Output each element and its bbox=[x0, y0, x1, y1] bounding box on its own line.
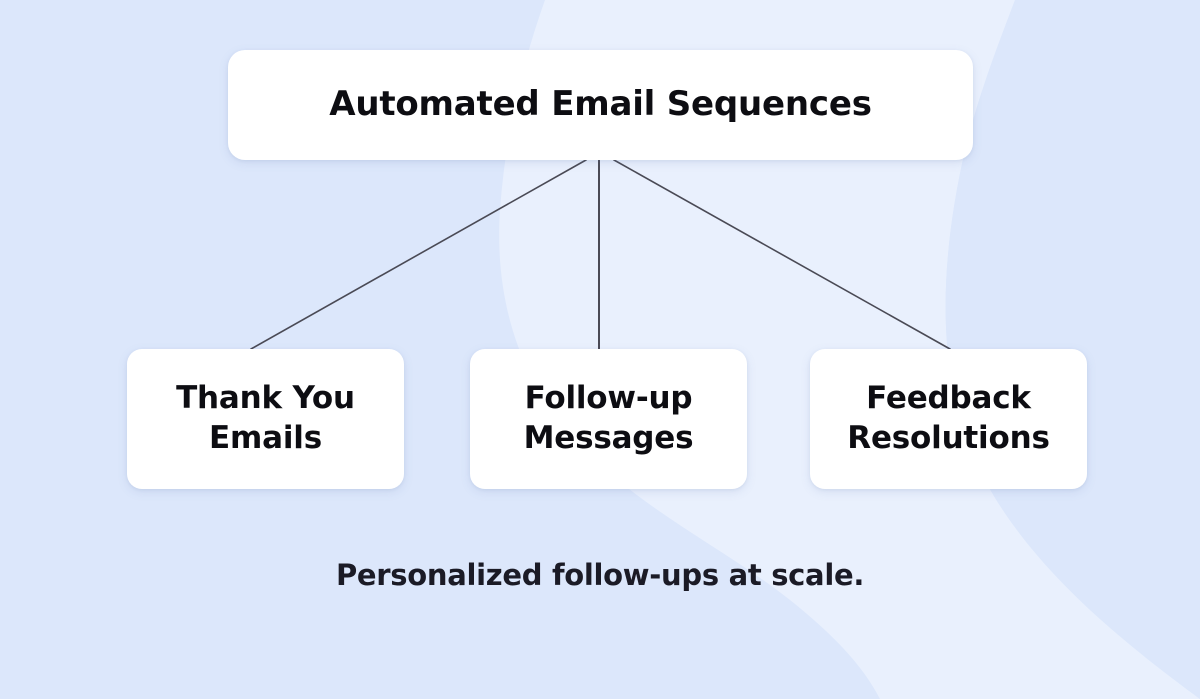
connector-root-to-feedback bbox=[613, 159, 951, 350]
connector-root-to-thank-you bbox=[250, 159, 587, 350]
node-thank-you-emails[interactable]: Thank You Emails bbox=[127, 349, 404, 489]
node-feedback-resolutions[interactable]: Feedback Resolutions bbox=[810, 349, 1087, 489]
node-root-label: Automated Email Sequences bbox=[329, 84, 872, 125]
node-follow-up-messages-label: Follow-up Messages bbox=[523, 380, 694, 456]
diagram-caption: Personalized follow-ups at scale. bbox=[335, 558, 865, 592]
node-root[interactable]: Automated Email Sequences bbox=[228, 50, 973, 160]
node-follow-up-messages[interactable]: Follow-up Messages bbox=[470, 349, 747, 489]
node-thank-you-emails-label: Thank You Emails bbox=[176, 380, 355, 456]
node-feedback-resolutions-label: Feedback Resolutions bbox=[847, 380, 1050, 456]
